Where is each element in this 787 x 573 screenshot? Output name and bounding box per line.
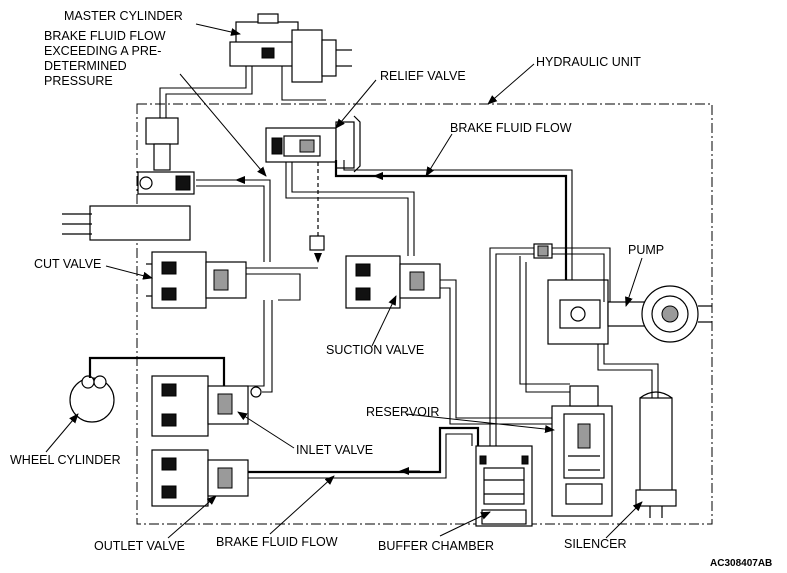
label-brake-fluid-flow-top: BRAKE FLUID FLOW [450, 121, 572, 135]
label-suction-valve: SUCTION VALVE [326, 343, 424, 357]
label-brake-fluid-exceeding-4: PRESSURE [44, 74, 113, 88]
label-master-cylinder: MASTER CYLINDER [64, 9, 183, 23]
piping [196, 160, 659, 479]
leader-lines [45, 23, 643, 539]
inlet-valve [151, 375, 262, 437]
figure-code: AC308407AB [710, 558, 772, 569]
label-relief-valve: RELIEF VALVE [380, 69, 466, 83]
cut-valve [146, 251, 247, 309]
label-brake-fluid-exceeding-2: EXCEEDING A PRE- [44, 44, 161, 58]
buffer-chamber [475, 445, 533, 527]
label-inlet-valve: INLET VALVE [296, 443, 373, 457]
suction-valve [345, 255, 441, 309]
label-pump: PUMP [628, 243, 664, 257]
flow-arrows [235, 172, 420, 475]
inlet-fitting [62, 117, 195, 241]
silencer [635, 391, 677, 518]
pump [547, 279, 712, 345]
label-cut-valve: CUT VALVE [34, 257, 101, 271]
outlet-valve [151, 449, 249, 507]
reservoir [551, 385, 613, 517]
master-cylinder [159, 13, 352, 120]
label-silencer: SILENCER [564, 537, 627, 551]
label-hydraulic-unit: HYDRAULIC UNIT [536, 55, 641, 69]
wheel-cylinder [69, 356, 226, 423]
label-outlet-valve: OUTLET VALVE [94, 539, 185, 553]
label-brake-fluid-flow-bottom: BRAKE FLUID FLOW [216, 535, 338, 549]
label-wheel-cylinder: WHEEL CYLINDER [10, 453, 121, 467]
label-brake-fluid-exceeding-3: DETERMINED [44, 59, 127, 73]
relief-valve [265, 115, 361, 173]
label-brake-fluid-exceeding-1: BRAKE FLUID FLOW [44, 29, 166, 43]
label-reservoir: RESERVOIR [366, 405, 439, 419]
hydraulic-unit-boundary [136, 103, 713, 525]
label-buffer-chamber: BUFFER CHAMBER [378, 539, 494, 553]
